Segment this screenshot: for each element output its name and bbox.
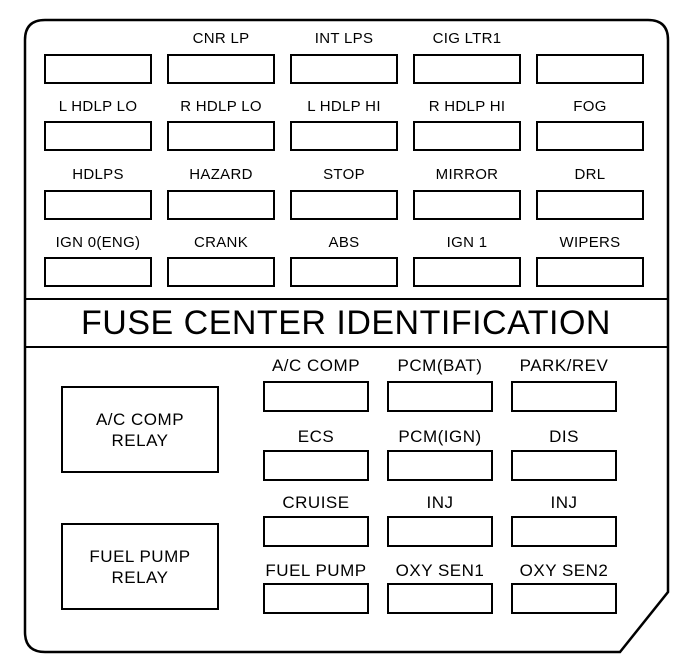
fuse-center-outline: [23, 18, 670, 654]
fuse-label-oxy-sen1: OXY SEN1: [395, 561, 485, 580]
relay-label: A/C COMP RELAY: [95, 409, 185, 450]
fuse-label-cnr-lp: CNR LP: [192, 30, 250, 47]
fuse-slot-park-rev-0-2: [511, 381, 617, 412]
fuse-slot-fog: [536, 121, 644, 151]
fuse-label-ecs: ECS: [297, 427, 335, 446]
fuse-slot-abs: [290, 257, 398, 287]
fuse-slot-fuel-pump-3-0: [263, 583, 369, 614]
fuse-label-abs: ABS: [328, 234, 360, 251]
fuse-label-inj: INJ: [550, 493, 578, 512]
fuse-label-l-hdlp-lo: L HDLP LO: [58, 98, 138, 115]
relay-a-c-comp-relay: A/C COMP RELAY: [61, 386, 219, 473]
fuse-label-hazard: HAZARD: [189, 166, 253, 183]
fuse-slot-a-c-comp-0-0: [263, 381, 369, 412]
fuse-slot-inj-2-1: [387, 516, 493, 547]
fuse-label-pcm-bat: PCM(BAT): [397, 356, 483, 375]
fuse-label-wipers: WIPERS: [559, 234, 621, 251]
fuse-slot-pcm-ign-1-1: [387, 450, 493, 481]
fuse-label-int-lps: INT LPS: [314, 30, 374, 47]
fuse-slot-inj-2-2: [511, 516, 617, 547]
fuse-label-fog: FOG: [573, 98, 607, 115]
fuse-label-cig-ltr1: CIG LTR1: [432, 30, 502, 47]
fuse-slot-r-hdlp-lo: [167, 121, 275, 151]
fuse-slot-dis-1-2: [511, 450, 617, 481]
fuse-label-hdlps: HDLPS: [72, 166, 124, 183]
fuse-label-oxy-sen2: OXY SEN2: [519, 561, 609, 580]
fuse-slot-r-hdlp-hi: [413, 121, 521, 151]
fuse-label-pcm-ign: PCM(IGN): [398, 427, 482, 446]
fuse-label-drl: DRL: [574, 166, 606, 183]
fuse-label-r-hdlp-lo: R HDLP LO: [180, 98, 262, 115]
fuse-slot-drl: [536, 190, 644, 220]
fuse-slot-ecs-1-0: [263, 450, 369, 481]
fuse-slot-ign-1: [413, 257, 521, 287]
fuse-slot-l-hdlp-hi: [290, 121, 398, 151]
fuse-slot-spare-0-4: [536, 54, 644, 84]
relay-fuel-pump-relay: FUEL PUMP RELAY: [61, 523, 219, 610]
fuse-center-title-banner: FUSE CENTER IDENTIFICATION: [26, 300, 666, 346]
fuse-slot-crank: [167, 257, 275, 287]
fuse-slot-ign-0-eng: [44, 257, 152, 287]
fuse-label-dis: DIS: [549, 427, 579, 446]
fuse-label-l-hdlp-hi: L HDLP HI: [307, 98, 381, 115]
fuse-label-a-c-comp: A/C COMP: [271, 356, 361, 375]
fuse-label-ign-0-eng: IGN 0(ENG): [55, 234, 141, 251]
fuse-slot-cig-ltr1: [413, 54, 521, 84]
fuse-slot-wipers: [536, 257, 644, 287]
fuse-label-crank: CRANK: [193, 234, 249, 251]
fuse-slot-hazard: [167, 190, 275, 220]
fuse-slot-cruise-2-0: [263, 516, 369, 547]
fuse-label-stop: STOP: [323, 166, 365, 183]
relay-label: FUEL PUMP RELAY: [89, 546, 191, 587]
fuse-slot-pcm-bat-0-1: [387, 381, 493, 412]
fuse-slot-hdlps: [44, 190, 152, 220]
fuse-center-title: FUSE CENTER IDENTIFICATION: [81, 304, 611, 342]
fuse-label-cruise: CRUISE: [282, 493, 350, 512]
fuse-label-fuel-pump: FUEL PUMP: [265, 561, 367, 580]
fuse-slot-oxy-sen1-3-1: [387, 583, 493, 614]
fuse-slot-stop: [290, 190, 398, 220]
fuse-slot-int-lps: [290, 54, 398, 84]
fuse-slot-mirror: [413, 190, 521, 220]
fuse-label-inj: INJ: [426, 493, 454, 512]
fuse-slot-cnr-lp: [167, 54, 275, 84]
fuse-slot-spare-0-0: [44, 54, 152, 84]
fuse-slot-oxy-sen2-3-2: [511, 583, 617, 614]
fuse-label-r-hdlp-hi: R HDLP HI: [428, 98, 506, 115]
fuse-slot-l-hdlp-lo: [44, 121, 152, 151]
fuse-label-ign-1: IGN 1: [446, 234, 488, 251]
fuse-label-mirror: MIRROR: [435, 166, 499, 183]
fuse-label-park-rev: PARK/REV: [519, 356, 609, 375]
